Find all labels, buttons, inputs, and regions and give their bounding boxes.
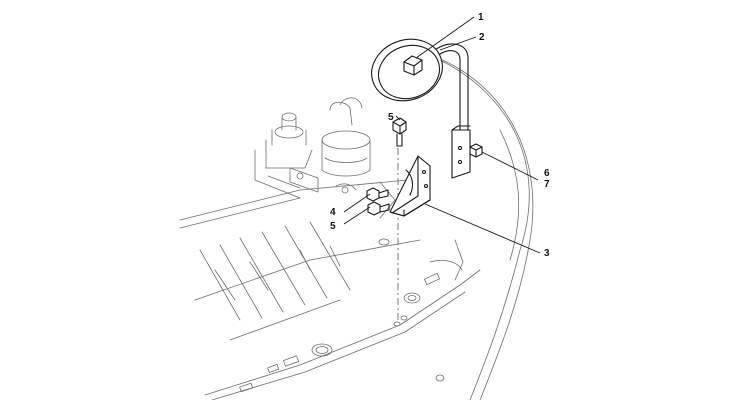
callout-1: 1 (478, 12, 484, 23)
callout-5-top: 5 (388, 112, 394, 123)
bolt-upper (366, 187, 389, 202)
engine-top-components (254, 97, 396, 219)
callout-7: 7 (544, 179, 550, 190)
callout-3: 3 (544, 248, 550, 259)
leader-lines (343, 16, 541, 254)
callout-labels: 1 2 3 4 5 5 6 7 (330, 12, 550, 259)
mirror (371, 38, 443, 102)
callout-4: 4 (330, 207, 336, 218)
mounting-bracket (389, 155, 431, 217)
callout-6: 6 (544, 168, 550, 179)
mirror-stay (415, 43, 471, 179)
bolt-top (392, 117, 407, 147)
callout-2: 2 (479, 32, 485, 43)
mount-hole (393, 321, 401, 327)
callout-5-lower: 5 (330, 221, 336, 232)
bolt-lower (367, 201, 390, 216)
